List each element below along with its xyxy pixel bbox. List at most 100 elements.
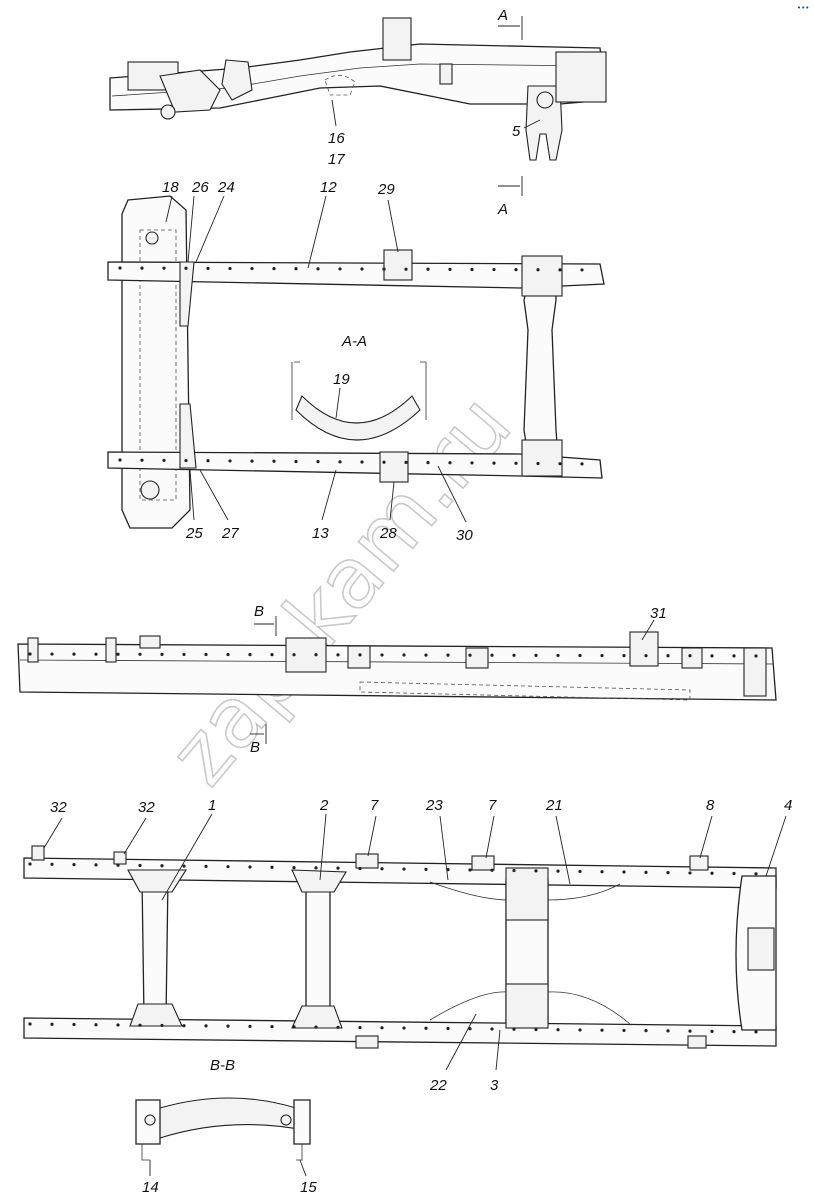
rivet	[314, 1025, 318, 1029]
rivet	[732, 871, 736, 876]
rivet	[754, 1030, 758, 1034]
rivet	[50, 1022, 54, 1026]
section-mark-a-bottom: A	[497, 201, 508, 218]
rivet	[336, 866, 340, 870]
rivet	[426, 267, 430, 271]
rivet	[426, 460, 430, 465]
rivet	[468, 653, 472, 657]
callout-5: 5	[512, 123, 521, 140]
rivet	[360, 460, 364, 464]
rivet	[94, 1023, 98, 1027]
rivet	[204, 864, 208, 868]
rivet	[446, 868, 450, 872]
rivet	[116, 1023, 120, 1027]
rivet	[182, 864, 186, 868]
section-b-b-view: B-B 14 15	[135, 1057, 317, 1196]
callout-12: 12	[320, 179, 337, 196]
callout-7-right: 7	[488, 797, 497, 814]
rivet	[272, 267, 276, 271]
rivet	[622, 1028, 626, 1033]
rivet	[314, 866, 318, 870]
rivet-pattern	[28, 266, 758, 1034]
callout-14: 14	[142, 1179, 159, 1196]
callout-17: 17	[328, 151, 345, 168]
callout-1: 1	[208, 797, 216, 814]
rivet	[358, 866, 362, 871]
rivet	[336, 1025, 340, 1029]
rivet	[470, 267, 474, 272]
rivet	[338, 460, 342, 464]
rivet	[710, 654, 714, 658]
rivet	[512, 868, 516, 873]
rivet	[688, 654, 692, 658]
rivet	[382, 460, 386, 464]
rivet	[140, 266, 144, 270]
rivet	[380, 867, 384, 871]
rivet	[710, 871, 714, 875]
rivet	[72, 652, 76, 656]
rivet	[116, 652, 120, 656]
full-plan-view: 32 32 1 2 7 23 7 21 8 4 22 3	[23, 797, 792, 1094]
rivet	[490, 1027, 494, 1031]
rivet	[380, 653, 384, 657]
rivet	[206, 266, 210, 270]
callout-8: 8	[706, 797, 715, 814]
rivet	[358, 653, 362, 657]
callout-27: 27	[221, 525, 239, 542]
rivet	[138, 652, 142, 656]
section-title-b-b: B-B	[210, 1057, 235, 1074]
rivet	[248, 1024, 252, 1028]
rivet	[206, 459, 210, 463]
rivet	[514, 461, 518, 465]
callout-15: 15	[300, 1179, 317, 1196]
rivet	[534, 653, 538, 657]
rivet	[512, 653, 516, 657]
rivet	[226, 652, 230, 657]
rivet	[424, 1026, 428, 1030]
rivet	[382, 267, 386, 271]
callout-26: 26	[191, 179, 209, 196]
rivet	[492, 461, 496, 465]
rivet	[710, 1029, 714, 1033]
rivet	[644, 1029, 648, 1033]
section-mark-a-top: A	[497, 7, 508, 24]
rivet	[402, 867, 406, 871]
rivet	[292, 653, 296, 657]
rivet	[536, 461, 540, 466]
rivet	[138, 863, 142, 868]
rivet	[94, 863, 98, 867]
rivet	[138, 1023, 142, 1027]
callout-3: 3	[490, 1077, 499, 1094]
rivet	[556, 869, 560, 873]
callout-4: 4	[784, 797, 792, 814]
rivet	[248, 652, 252, 657]
callout-30: 30	[456, 527, 473, 544]
rivet	[140, 458, 144, 462]
rivet	[622, 654, 626, 658]
section-mark-b-top: B	[254, 603, 264, 620]
rivet	[314, 653, 318, 657]
rivet	[28, 862, 32, 866]
rivet	[534, 1027, 538, 1032]
rivet	[580, 462, 584, 466]
rivet	[28, 652, 32, 656]
rivet	[50, 862, 54, 866]
rivet	[556, 1028, 560, 1032]
rivet	[184, 458, 188, 463]
section-a-a-view: A-A 18 26 24 12 29 19 25 27 13 28 30	[107, 179, 605, 544]
rivet	[600, 870, 604, 874]
rivet	[184, 266, 188, 270]
rivet	[182, 652, 186, 657]
rivet	[424, 867, 428, 871]
callout-32-right: 32	[138, 799, 155, 816]
rivet	[28, 1022, 32, 1026]
rivet	[162, 458, 166, 462]
section-mark-b-bottom: B	[250, 739, 260, 756]
rivet	[272, 459, 276, 463]
rivet	[380, 1026, 384, 1030]
rivet	[470, 461, 474, 465]
callout-24: 24	[217, 179, 235, 196]
callout-21: 21	[545, 797, 563, 814]
rivet	[666, 654, 670, 658]
callout-13: 13	[312, 525, 329, 542]
